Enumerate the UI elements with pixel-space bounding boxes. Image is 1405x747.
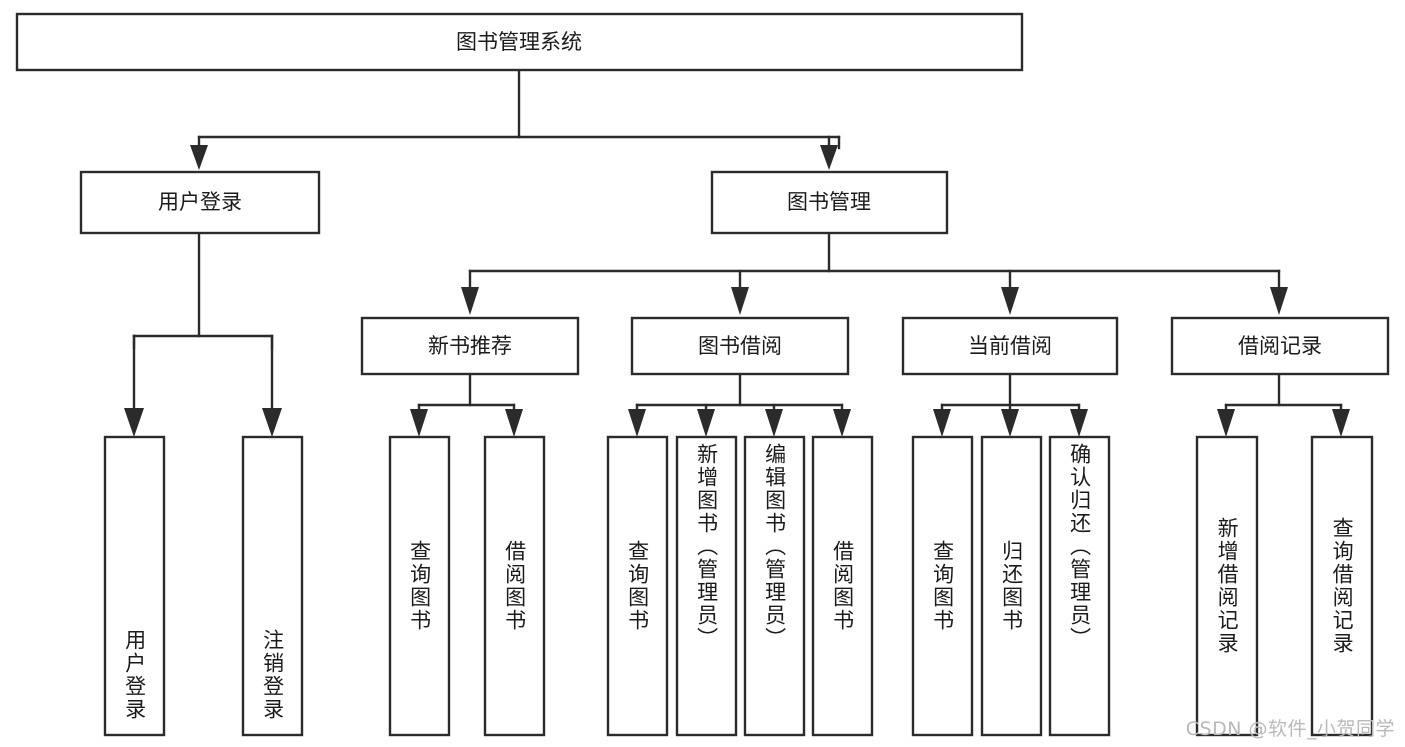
connector-user-login-to-leaves xyxy=(124,231,282,437)
leaf-box-user-login[interactable] xyxy=(103,435,166,737)
leaf-box-borrow-book-2[interactable] xyxy=(811,435,874,737)
connector-record-to-leaves xyxy=(1217,372,1350,437)
arrow-head-icon xyxy=(124,408,144,437)
arrow-head-icon xyxy=(697,409,715,437)
connector-recommend-to-leaves xyxy=(410,372,523,437)
leaf-box-query-record[interactable] xyxy=(1310,435,1374,737)
node-current-borrow[interactable]: 当前借阅 xyxy=(901,316,1119,376)
node-borrow-record-label: 借阅记录 xyxy=(1238,334,1322,358)
node-root[interactable]: 图书管理系统 xyxy=(15,12,1024,72)
arrow-head-icon xyxy=(820,145,838,170)
node-current-borrow-label: 当前借阅 xyxy=(968,334,1052,358)
arrow-head-icon xyxy=(1070,409,1088,437)
arrow-head-icon xyxy=(731,287,749,315)
node-new-book-recommend-label: 新书推荐 xyxy=(428,334,512,358)
node-user-login[interactable]: 用户登录 xyxy=(79,170,321,235)
leaf-box-edit-book[interactable] xyxy=(743,435,806,737)
csdn-watermark: CSDN @软件_小贺同学 xyxy=(1185,718,1395,740)
node-new-book-recommend[interactable]: 新书推荐 xyxy=(360,316,580,376)
leaf-box-query-book-1[interactable] xyxy=(388,435,451,737)
connector-borrow-to-leaves xyxy=(628,372,851,437)
arrow-head-icon xyxy=(628,409,646,437)
leaf-box-add-record[interactable] xyxy=(1195,435,1259,737)
leaf-box-query-book-3[interactable] xyxy=(911,435,974,737)
leaf-box-query-book-2[interactable] xyxy=(606,435,669,737)
node-user-login-label: 用户登录 xyxy=(158,190,242,214)
arrow-head-icon xyxy=(833,409,851,437)
node-book-manage-label: 图书管理 xyxy=(787,190,871,214)
arrow-head-icon xyxy=(505,409,523,437)
node-root-label: 图书管理系统 xyxy=(456,30,582,54)
arrow-head-icon xyxy=(1332,409,1350,437)
arrow-head-icon xyxy=(410,409,428,437)
arrow-head-icon xyxy=(262,408,282,437)
leaf-box-confirm-return[interactable] xyxy=(1048,435,1111,737)
connector-current-to-leaves xyxy=(933,372,1088,437)
arrow-head-icon xyxy=(1001,287,1019,315)
leaf-box-borrow-book-1[interactable] xyxy=(483,435,546,737)
arrow-head-icon xyxy=(190,145,208,170)
arrow-head-icon xyxy=(461,287,479,315)
node-book-borrow-label: 图书借阅 xyxy=(698,334,782,358)
node-book-borrow[interactable]: 图书借阅 xyxy=(630,316,850,376)
connector-root-to-level2 xyxy=(190,68,841,170)
leaf-box-logout[interactable] xyxy=(241,435,304,737)
arrow-head-icon xyxy=(1217,409,1235,437)
leaf-box-return-book[interactable] xyxy=(980,435,1043,737)
arrow-head-icon xyxy=(1001,409,1019,437)
node-borrow-record[interactable]: 借阅记录 xyxy=(1170,316,1390,376)
arrow-head-icon xyxy=(765,409,783,437)
arrow-head-icon xyxy=(933,409,951,437)
node-book-manage[interactable]: 图书管理 xyxy=(710,170,949,235)
connector-book-manage-to-level3 xyxy=(461,231,1288,315)
arrow-head-icon xyxy=(1270,287,1288,315)
leaf-box-add-book[interactable] xyxy=(675,435,738,737)
